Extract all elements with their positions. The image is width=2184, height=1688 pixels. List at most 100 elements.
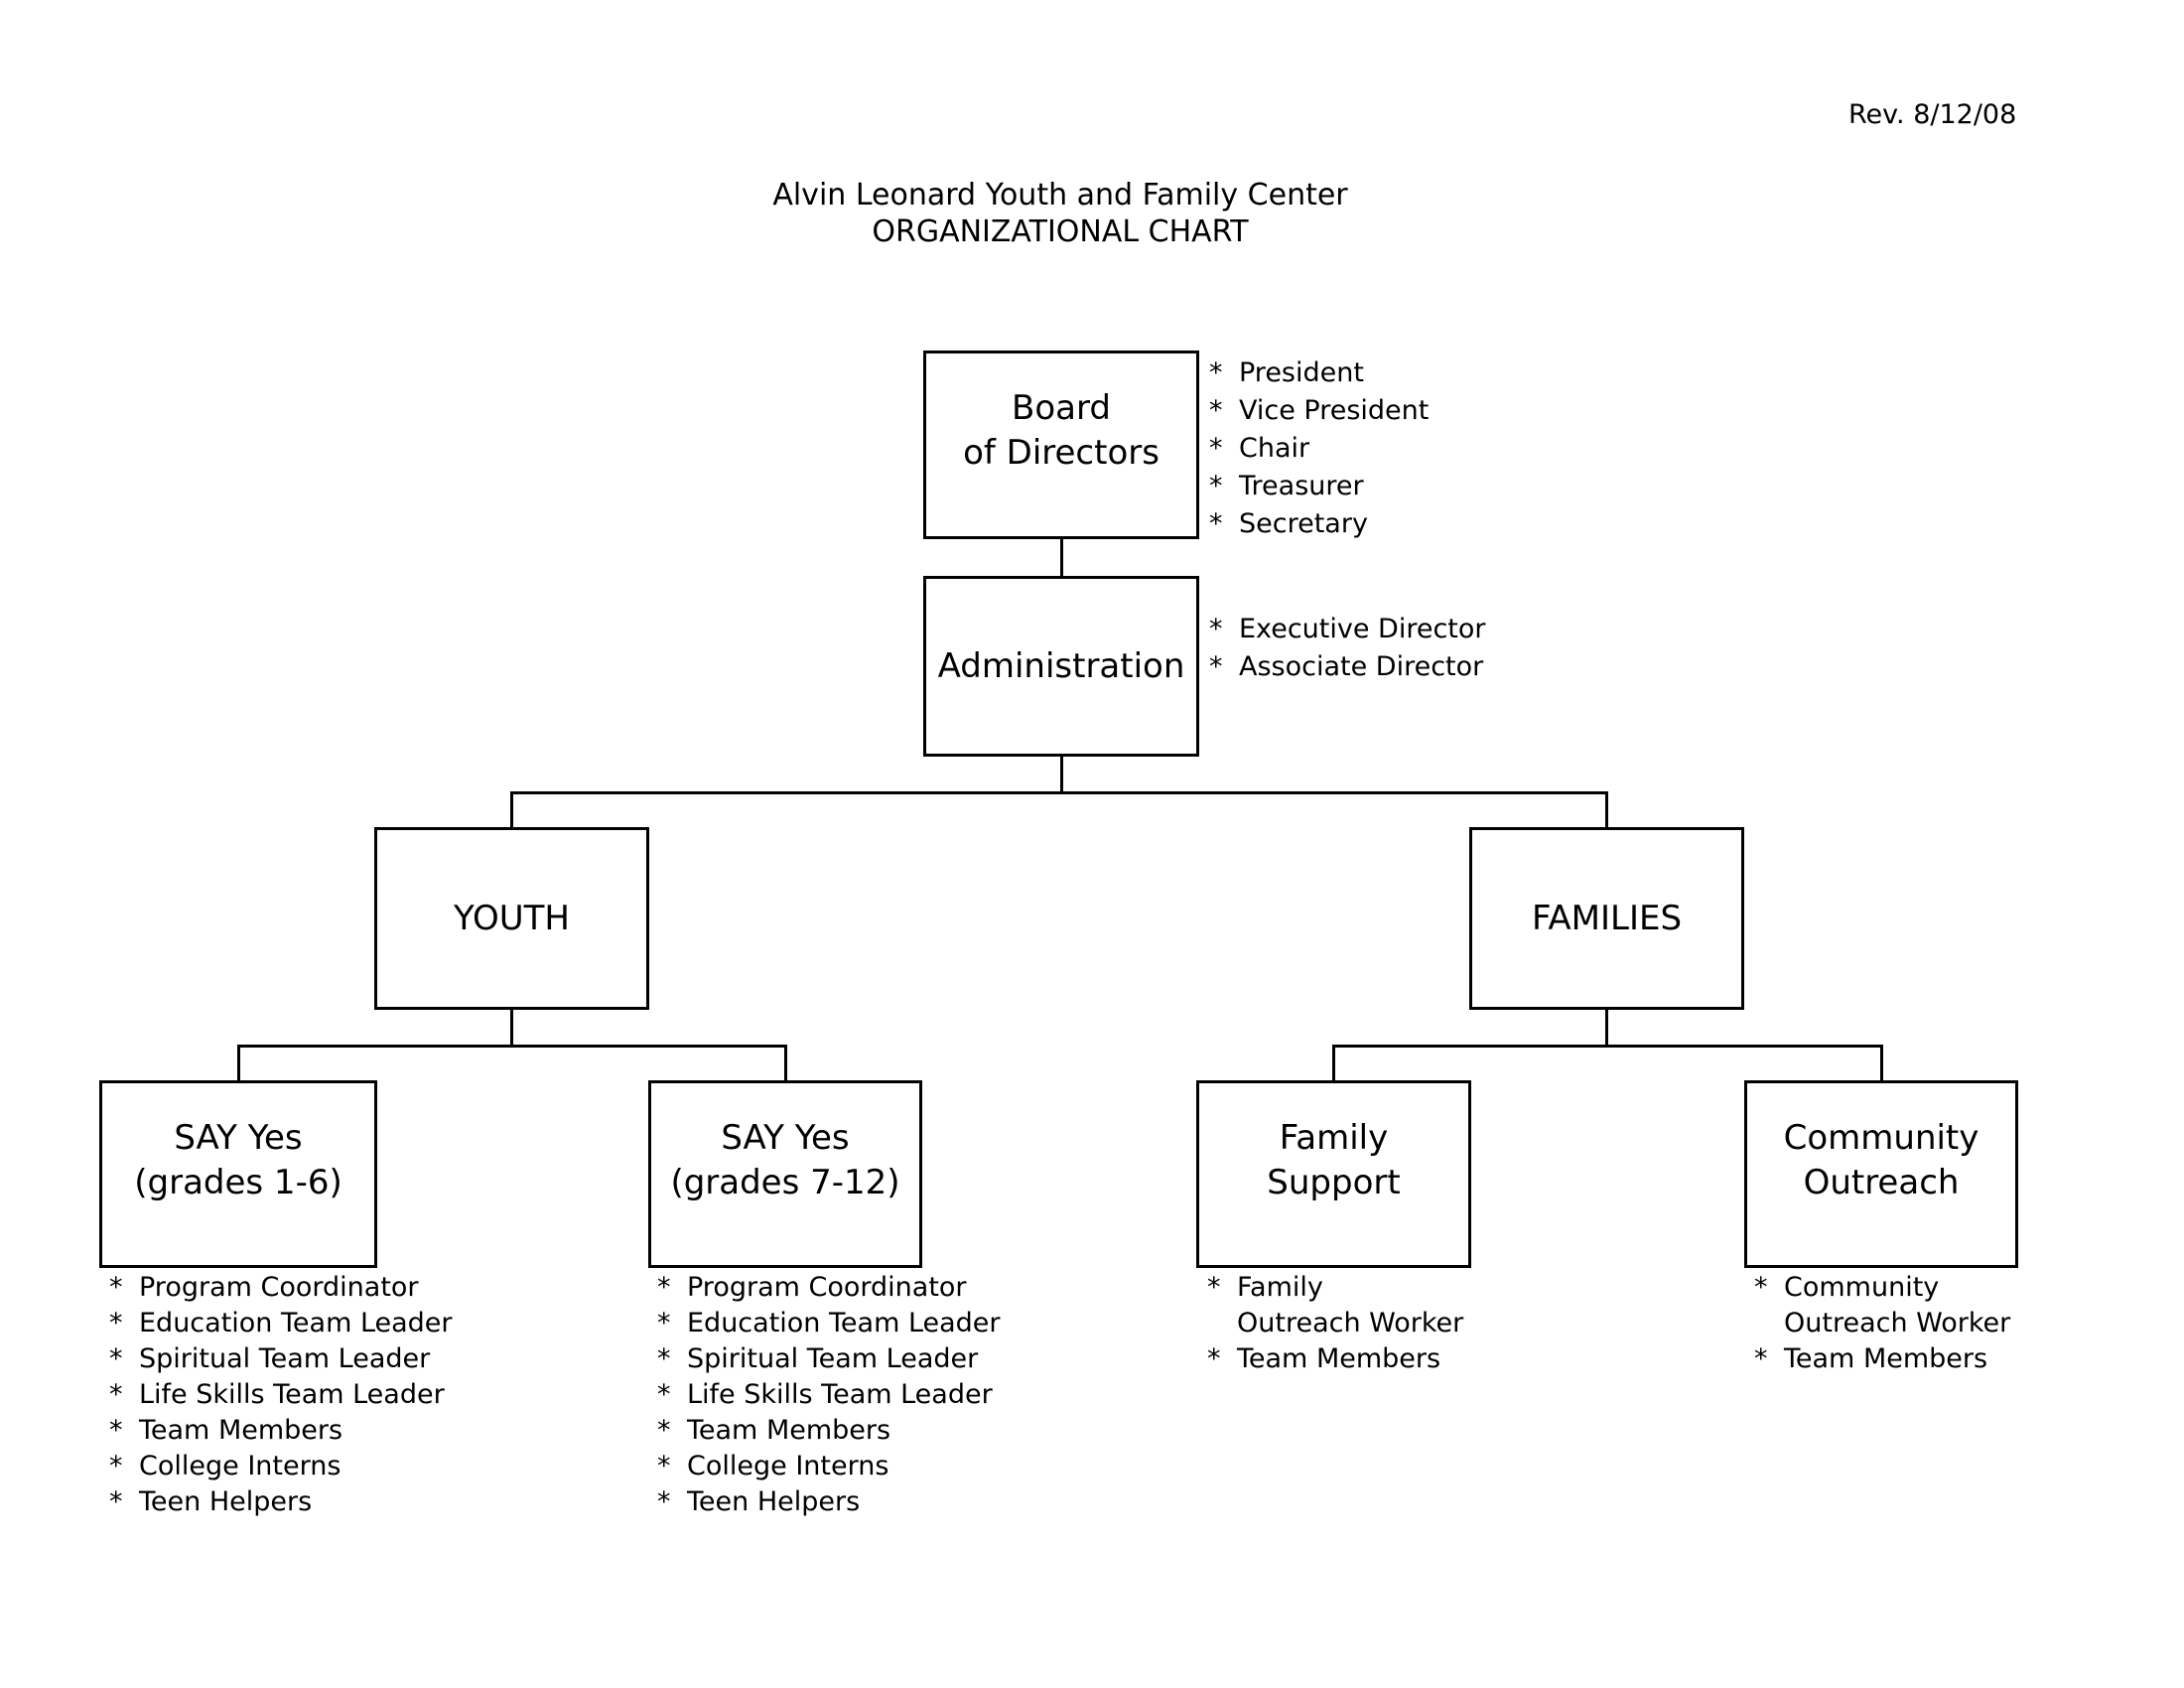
box-label-line: SAY Yes <box>721 1117 850 1158</box>
role-text: Chair <box>1239 433 1310 464</box>
box-label-line: SAY Yes <box>174 1117 303 1158</box>
role-bullet: * <box>657 1272 671 1303</box>
box-label-line: Community <box>1783 1117 1979 1158</box>
role-bullet: * <box>657 1343 671 1374</box>
role-bullet: * <box>109 1272 123 1303</box>
role-line: * Community <box>1754 1270 2010 1306</box>
connector-branches-rail <box>510 791 1608 794</box>
connector-families-rail <box>1332 1045 1883 1048</box>
connector-drop-say-yes-7-12 <box>784 1045 787 1080</box>
box-label-line: (grades 7-12) <box>670 1162 900 1202</box>
role-text: Teen Helpers <box>139 1486 313 1517</box>
role-bullet: * <box>109 1308 123 1338</box>
role-line: * Program Coordinator <box>657 1270 1001 1306</box>
role-bullet: * <box>1754 1343 1768 1374</box>
family-support-label: Family Support <box>1267 1116 1400 1205</box>
role-line: *Education Team Leader <box>657 1306 1001 1341</box>
community-outreach-label: Community Outreach <box>1784 1116 1979 1205</box>
role-line: * Chair <box>1209 430 1429 468</box>
connector-board-to-administration <box>1060 539 1063 576</box>
role-bullet: * <box>1209 395 1223 426</box>
role-bullet: * <box>657 1451 671 1481</box>
role-bullet: * <box>1209 357 1223 388</box>
role-bullet: * <box>657 1308 671 1338</box>
families-box: FAMILIES <box>1469 827 1744 1010</box>
role-text: Treasurer <box>1239 471 1364 501</box>
connector-youth-stem <box>510 1010 513 1048</box>
role-line: * Treasurer <box>1209 468 1429 505</box>
role-line: Outreach Worker <box>1754 1306 2010 1341</box>
page-title: Alvin Leonard Youth and Family Center OR… <box>564 177 1557 250</box>
role-bullet: * <box>1209 471 1223 501</box>
role-bullet: * <box>1209 433 1223 464</box>
role-line: *Spiritual Team Leader <box>109 1341 453 1377</box>
role-text: Associate Director <box>1239 651 1484 682</box>
role-text: College Interns <box>139 1451 341 1481</box>
role-line: *Teen Helpers <box>657 1484 1001 1520</box>
connector-drop-youth <box>510 791 513 827</box>
role-text: Spiritual Team Leader <box>139 1343 431 1374</box>
role-line: * Secretary <box>1209 505 1429 543</box>
role-text: Community <box>1784 1272 1940 1303</box>
role-text: Program Coordinator <box>139 1272 419 1303</box>
say-yes-grades-7-12-box: SAY Yes (grades 7-12) <box>648 1080 922 1268</box>
community-outreach-box: Community Outreach <box>1744 1080 2018 1268</box>
connector-families-stem <box>1605 1010 1608 1048</box>
role-bullet: * <box>1209 508 1223 539</box>
role-text: Team Members <box>687 1415 891 1446</box>
role-bullet: * <box>109 1415 123 1446</box>
role-bullet: * <box>1754 1272 1768 1303</box>
connector-drop-families <box>1605 791 1608 827</box>
role-text: Program Coordinator <box>687 1272 967 1303</box>
family-support-box: Family Support <box>1196 1080 1471 1268</box>
box-label-line: of Directors <box>963 433 1160 473</box>
role-text: Team Members <box>139 1415 343 1446</box>
box-label-line: FAMILIES <box>1531 898 1683 938</box>
role-bullet: * <box>1207 1272 1221 1303</box>
role-line: *Team Members <box>1754 1341 2010 1377</box>
connector-administration-stem <box>1060 757 1063 794</box>
role-line: *Associate Director <box>1209 648 1486 686</box>
role-text: College Interns <box>687 1451 889 1481</box>
revision-date: Rev. 8/12/08 <box>1848 99 2017 130</box>
role-bullet: * <box>657 1379 671 1410</box>
board-of-directors-label: Board of Directors <box>963 386 1160 476</box>
role-bullet: * <box>657 1415 671 1446</box>
role-text: Executive Director <box>1239 614 1486 644</box>
role-text: Team Members <box>1237 1343 1441 1374</box>
say-yes-grades-1-6-label: SAY Yes (grades 1-6) <box>134 1116 341 1205</box>
box-label-line: Board <box>1012 388 1111 428</box>
role-text: Outreach Worker <box>1784 1308 2011 1338</box>
connector-drop-say-yes-1-6 <box>237 1045 240 1080</box>
role-line: * Family <box>1207 1270 1463 1306</box>
role-text: Secretary <box>1239 508 1368 539</box>
role-line: *Teen Helpers <box>109 1484 453 1520</box>
role-bullet: * <box>1207 1343 1221 1374</box>
youth-label: YOUTH <box>454 897 570 941</box>
box-label-line: Outreach <box>1803 1162 1960 1202</box>
role-bullet: * <box>1209 614 1223 644</box>
role-line: * Team Members <box>109 1413 453 1449</box>
role-text: Education Team Leader <box>139 1308 453 1338</box>
role-text: Family <box>1237 1272 1323 1303</box>
say-yes-grades-7-12-label: SAY Yes (grades 7-12) <box>670 1116 899 1205</box>
role-bullet: * <box>109 1379 123 1410</box>
board-roles-list: *President*Vice President*Chair*Treasure… <box>1209 354 1429 543</box>
box-label-line: Family <box>1279 1117 1389 1158</box>
role-bullet: * <box>109 1451 123 1481</box>
families-label: FAMILIES <box>1532 897 1682 941</box>
role-line: * Team Members <box>657 1413 1001 1449</box>
role-text: President <box>1239 357 1364 388</box>
role-line: * Team Members <box>1207 1341 1463 1377</box>
box-label-line: YOUTH <box>454 898 570 938</box>
role-text: Spiritual Team Leader <box>687 1343 979 1374</box>
role-line: * Executive Director <box>1209 611 1486 648</box>
role-line: *Life Skills Team Leader <box>109 1377 453 1413</box>
role-line: * Education Team Leader <box>109 1306 453 1341</box>
box-label-line: (grades 1-6) <box>134 1162 342 1202</box>
role-line: * Program Coordinator <box>109 1270 453 1306</box>
administration-roles-list: * Executive Director *Associate Director <box>1209 611 1486 686</box>
